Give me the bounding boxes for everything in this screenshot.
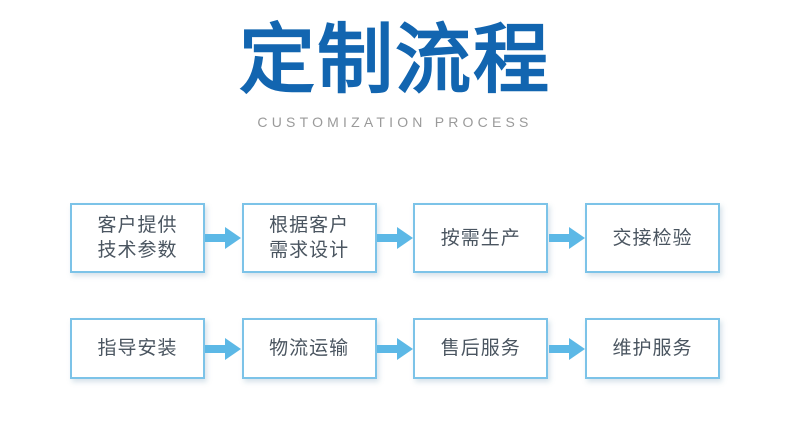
flow-step-label: 维护服务 xyxy=(612,337,693,359)
flow-step-2[interactable]: 根据客户 需求设计 xyxy=(241,203,377,273)
flow-step-label: 客户提供 技术参数 xyxy=(97,214,178,261)
arrow-right-icon xyxy=(548,227,585,249)
arrow-right-icon xyxy=(376,337,413,360)
flow-step-7[interactable]: 售后服务 xyxy=(413,318,549,379)
arrow-right-icon xyxy=(205,227,242,249)
flow-step-label: 物流运输 xyxy=(269,337,350,359)
flow-step-8[interactable]: 维护服务 xyxy=(584,318,720,379)
flow-step-3[interactable]: 按需生产 xyxy=(413,203,549,273)
flow-row-1: 客户提供 技术参数 根据客户 需求设计 按需生产 交接检验 xyxy=(70,203,720,273)
page-subtitle: CUSTOMIZATION PROCESS xyxy=(257,114,533,130)
arrow-right-icon xyxy=(548,337,585,360)
flow-step-4[interactable]: 交接检验 xyxy=(584,203,720,273)
flow-step-1[interactable]: 客户提供 技术参数 xyxy=(70,203,205,273)
flow-step-label: 售后服务 xyxy=(440,337,521,359)
page-title: 定制流程 xyxy=(239,15,551,104)
flow-step-label: 交接检验 xyxy=(612,226,693,249)
flow-step-label: 按需生产 xyxy=(440,226,521,249)
page-header: 定制流程 CUSTOMIZATION PROCESS xyxy=(0,15,790,131)
flow-step-6[interactable]: 物流运输 xyxy=(241,318,377,379)
arrow-right-icon xyxy=(205,337,242,360)
flow-step-label: 指导安装 xyxy=(97,337,178,359)
flow-row-2: 指导安装 物流运输 售后服务 维护服务 xyxy=(70,318,720,379)
arrow-right-icon xyxy=(376,227,413,249)
flow-step-5[interactable]: 指导安装 xyxy=(70,318,205,379)
flow-step-label: 根据客户 需求设计 xyxy=(269,214,350,261)
